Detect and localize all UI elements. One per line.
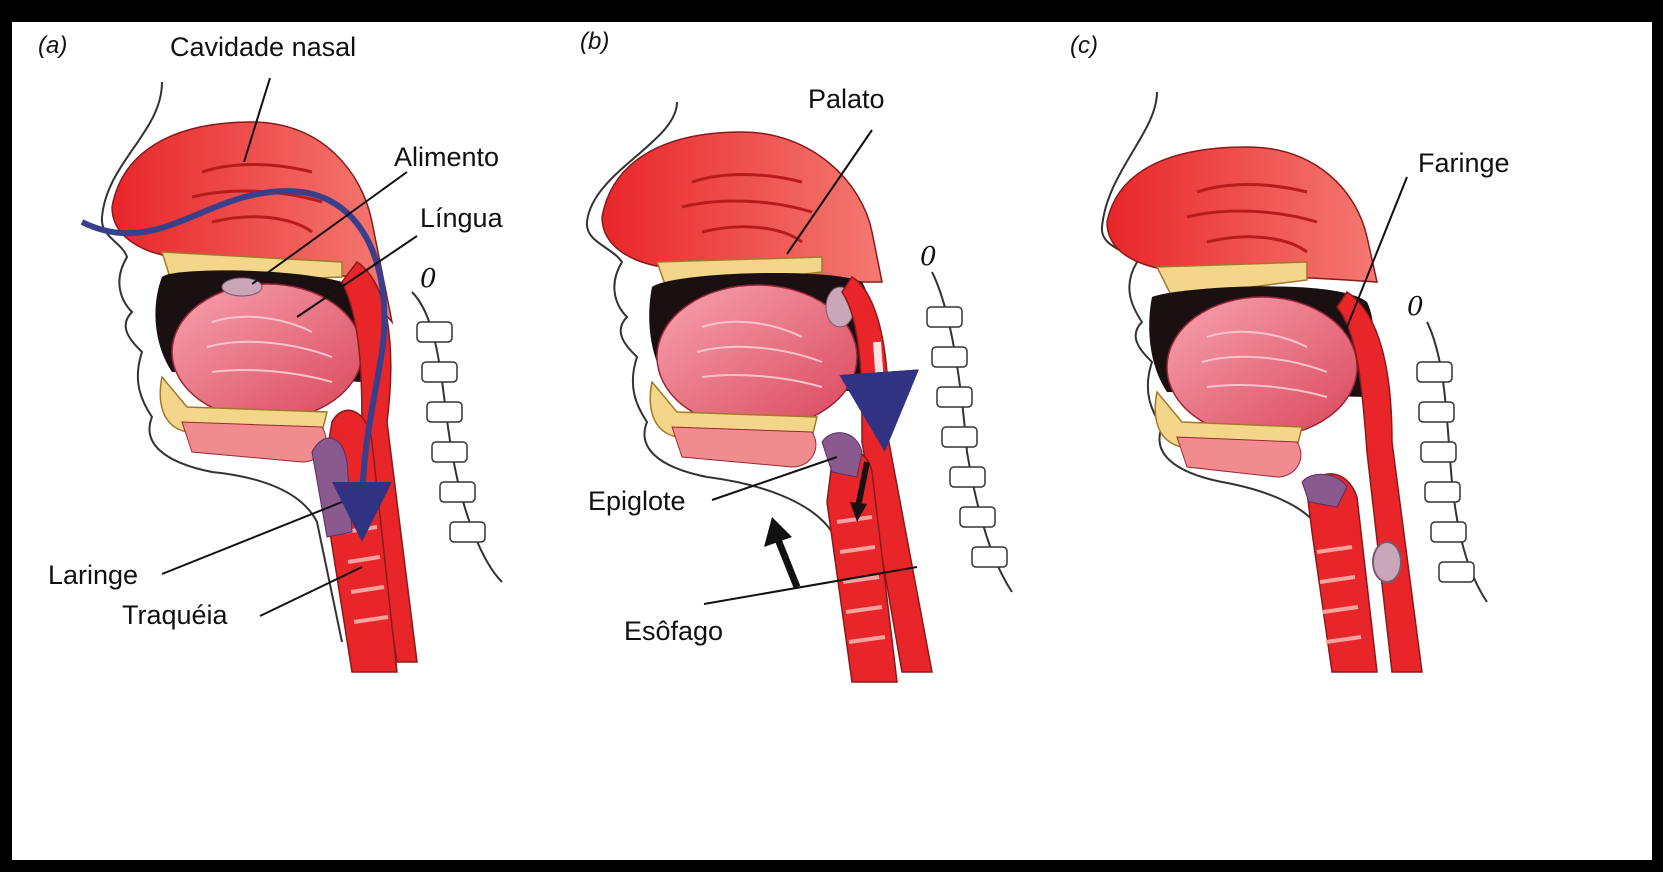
swallowing-diagram-art: [12, 22, 1652, 860]
figure-sheet: (a) (b) (c) 0 0 0 Cavidade nasal Aliment…: [12, 22, 1652, 860]
label-epiglote: Epiglote: [588, 488, 686, 515]
label-alimento: Alimento: [394, 144, 499, 171]
label-cavidade-nasal: Cavidade nasal: [170, 34, 356, 61]
label-palato: Palato: [808, 86, 885, 113]
panel-letter-b: (b): [580, 30, 609, 54]
label-faringe: Faringe: [1418, 150, 1510, 177]
vertebra-mark-a: 0: [420, 266, 437, 292]
label-lingua: Língua: [420, 205, 503, 232]
panel-b-drawing: [587, 102, 1012, 682]
panel-letter-c: (c): [1070, 34, 1098, 58]
label-laringe: Laringe: [48, 562, 138, 589]
vertebra-mark-c: 0: [1407, 294, 1424, 320]
panel-letter-a: (a): [38, 34, 67, 58]
vertebra-mark-b: 0: [920, 244, 937, 270]
panel-c-drawing: [1102, 92, 1487, 672]
label-esofago: Esôfago: [624, 618, 723, 645]
label-traqueia: Traquéia: [122, 602, 228, 629]
